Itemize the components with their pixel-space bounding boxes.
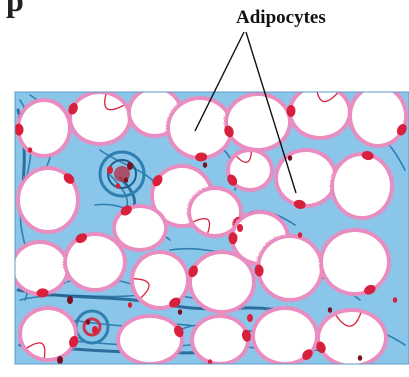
lipid-droplet [323,232,387,292]
stromal-nucleus [203,162,207,168]
lipid-droplet [352,88,404,144]
stromal-nucleus [86,319,90,325]
stromal-nucleus [107,166,113,174]
stromal-nucleus [237,224,243,232]
lipid-droplet [260,238,320,298]
lipid-droplet [194,318,246,362]
stromal-nucleus [124,177,128,183]
adipocyte [251,306,319,366]
adipocyte [130,250,190,310]
lipid-droplet [191,190,239,234]
lipid-droplet [320,312,384,364]
lipid-droplet [20,102,68,154]
stromal-nucleus [178,309,182,315]
stromal-nucleus [28,147,32,153]
lipid-droplet [292,88,348,136]
stromal-nucleus [358,355,362,361]
stromal-nucleus [57,356,63,364]
adipocyte [319,228,391,296]
stromal-nucleus [92,326,98,334]
stromal-nucleus [127,162,133,170]
lipid-droplet [72,94,128,142]
adipocyte [16,166,80,234]
lipid-droplet [334,156,390,216]
lipid-droplet [170,100,230,156]
lipid-droplet [67,236,123,288]
stromal-nucleus [116,183,120,189]
lipid-droplet [120,318,180,362]
stromal-nucleus [247,314,253,322]
stromal-nucleus [298,232,302,238]
lipid-droplet [192,254,252,310]
stromal-nucleus [67,296,73,304]
stromal-nucleus [393,297,397,303]
stromal-nucleus [288,155,292,161]
stromal-nucleus [128,302,132,308]
lipid-droplet [14,244,66,292]
stromal-nucleus [328,307,332,313]
lipid-droplet [22,310,74,358]
